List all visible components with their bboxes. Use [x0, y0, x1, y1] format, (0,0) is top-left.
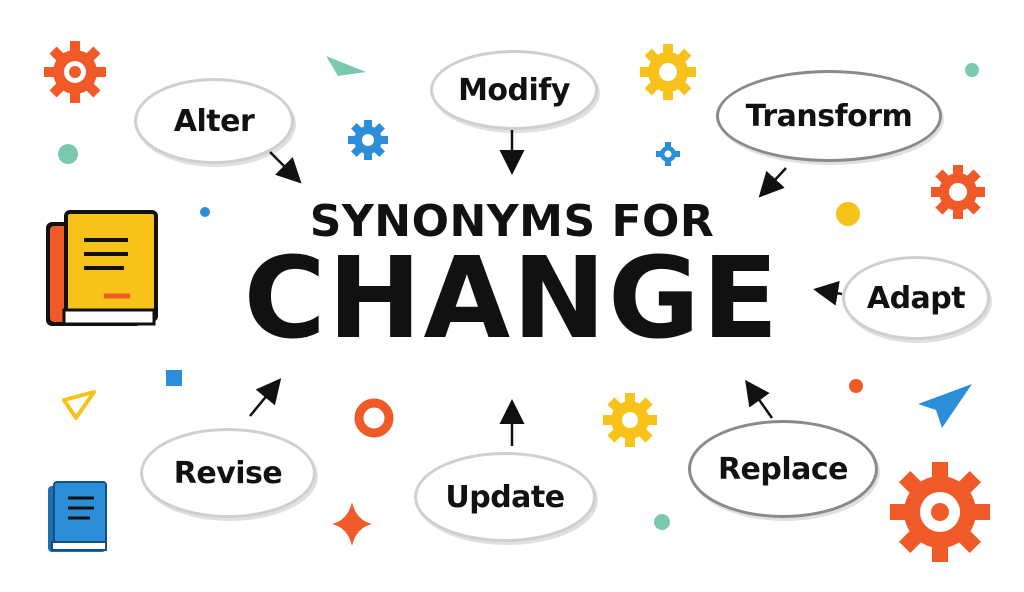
dot-shape [200, 207, 210, 217]
arrow-adapt [813, 280, 843, 306]
sparkle-icon [332, 502, 372, 546]
dot-shape [965, 63, 979, 77]
gear-icon [44, 41, 106, 103]
dot-shape [849, 379, 863, 393]
triangle-outline-shape [62, 390, 96, 420]
bubble-replace: Replace [688, 420, 878, 518]
bubble-modify: Modify [430, 50, 598, 130]
arrow-alter [269, 151, 302, 184]
dot-shape [58, 144, 78, 164]
gear-icon [890, 462, 990, 562]
square-shape [166, 370, 182, 386]
title-line-1: SYNONYMS FOR [309, 196, 715, 247]
book-icon [48, 481, 107, 552]
dot-shape [654, 514, 670, 530]
title-line-2: CHANGE [243, 234, 781, 364]
arrow-transform [758, 167, 787, 198]
arrow-replace [745, 379, 774, 419]
gear-icon [603, 393, 657, 447]
bubble-update: Update [414, 452, 596, 542]
connector-arrows [249, 130, 843, 446]
paper-plane-icon [918, 384, 972, 428]
bubble-transform: Transform [716, 70, 942, 162]
ring-icon [354, 398, 394, 438]
paper-plane-icon [326, 56, 366, 76]
dot-shape [836, 202, 860, 226]
book-icon [46, 210, 158, 326]
bubble-alter: Alter [134, 78, 294, 164]
gear-icon [931, 165, 985, 219]
gear-icon [348, 120, 388, 160]
gear-icon [656, 142, 680, 166]
arrow-revise [249, 378, 282, 417]
gear-icon [640, 44, 696, 100]
bubble-revise: Revise [140, 428, 316, 518]
bubble-adapt: Adapt [842, 256, 990, 340]
